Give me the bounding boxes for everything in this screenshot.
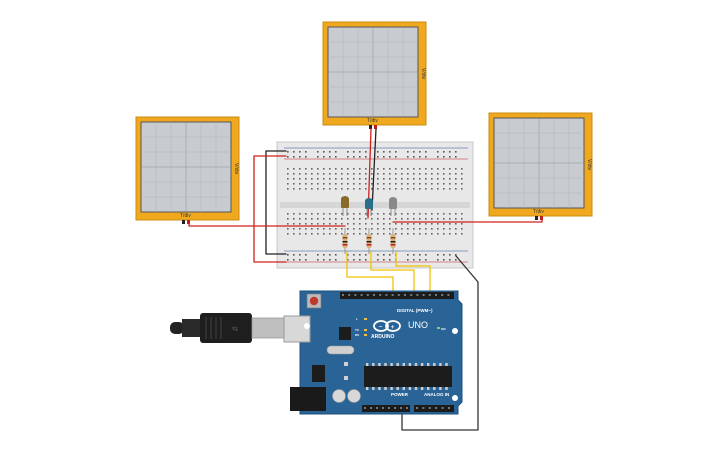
usb-icon: ⇆ bbox=[232, 325, 238, 333]
scope-terminal-neg[interactable] bbox=[182, 220, 185, 224]
mounting-hole bbox=[452, 328, 458, 334]
scope-grid bbox=[328, 27, 418, 117]
led-dome bbox=[341, 196, 349, 202]
tx-led bbox=[364, 329, 367, 331]
breadboard-holes bbox=[287, 151, 463, 261]
analog-header bbox=[414, 405, 454, 412]
scope-tdiv-label: T/div bbox=[533, 209, 544, 215]
resistor-2[interactable] bbox=[366, 228, 372, 254]
atmega-chip bbox=[364, 366, 452, 387]
mounting-hole bbox=[452, 395, 458, 401]
usb-cable[interactable]: ⇆ bbox=[170, 313, 285, 343]
power-jack bbox=[290, 387, 326, 411]
resistor-3[interactable] bbox=[390, 228, 396, 254]
smd-component bbox=[344, 362, 348, 366]
scope-terminal-pos[interactable] bbox=[187, 220, 190, 224]
mounting-hole bbox=[304, 323, 310, 329]
wire-red-scope-right[interactable] bbox=[392, 219, 543, 223]
wire-yellow-2[interactable] bbox=[370, 251, 415, 296]
crystal bbox=[326, 345, 355, 355]
led-blue[interactable] bbox=[365, 198, 373, 216]
wire-yellow-3[interactable] bbox=[395, 251, 431, 296]
usb-plug-metal bbox=[251, 317, 285, 339]
oscilloscope-left[interactable]: V/div T/div bbox=[135, 116, 240, 224]
scope-vdiv-label: V/div bbox=[420, 68, 426, 80]
digital-header bbox=[340, 292, 454, 299]
analog-label: ANALOG IN bbox=[424, 392, 449, 397]
usb-strain-relief bbox=[182, 319, 202, 337]
reset-button-cap[interactable] bbox=[309, 296, 319, 306]
bottom-pins bbox=[364, 407, 450, 409]
oscilloscope-right[interactable]: V/div T/div bbox=[488, 112, 593, 220]
led-gray[interactable] bbox=[389, 197, 397, 216]
breadboard-channel bbox=[280, 202, 470, 208]
scope-terminal-neg[interactable] bbox=[535, 216, 538, 220]
digital-label: DIGITAL (PWM~) bbox=[397, 308, 433, 313]
usb-cable-end bbox=[170, 322, 184, 334]
wire-yellow-1[interactable] bbox=[346, 251, 394, 296]
usb-plug-grip bbox=[205, 317, 222, 339]
wire-red-5v[interactable] bbox=[253, 155, 287, 263]
wire-black-scope-top[interactable] bbox=[371, 128, 377, 211]
led-dome bbox=[389, 197, 397, 203]
l-label: L bbox=[356, 317, 358, 321]
power-header bbox=[362, 405, 410, 412]
capacitor bbox=[332, 389, 346, 403]
usb-plug-body bbox=[200, 313, 252, 343]
scope-terminal-neg[interactable] bbox=[369, 125, 372, 129]
capacitor bbox=[347, 389, 361, 403]
wire-red-scope-left[interactable] bbox=[188, 223, 346, 227]
on-led bbox=[437, 327, 440, 329]
on-label: ON bbox=[441, 327, 446, 331]
led-orange[interactable] bbox=[341, 196, 349, 216]
oscilloscope-top[interactable]: V/div T/div bbox=[322, 21, 427, 129]
wires bbox=[188, 128, 543, 431]
usb-chip bbox=[339, 327, 351, 340]
arduino-logo: − + bbox=[373, 320, 401, 332]
rx-led bbox=[364, 334, 367, 336]
smd-component bbox=[344, 376, 348, 380]
led-dome bbox=[365, 198, 373, 204]
scope-grid bbox=[494, 118, 584, 208]
l-led bbox=[364, 318, 367, 320]
resistor-1[interactable] bbox=[342, 228, 348, 254]
scope-tdiv-label: T/div bbox=[180, 213, 191, 219]
svg-text:−: − bbox=[379, 324, 383, 330]
digital-pins bbox=[342, 294, 450, 296]
rx-label: RX bbox=[355, 333, 359, 337]
voltage-regulator bbox=[312, 365, 325, 382]
tx-label: TX bbox=[355, 328, 359, 332]
wire-black-gnd-arduino[interactable] bbox=[401, 255, 479, 431]
usb-b-socket bbox=[283, 315, 311, 343]
arduino-brand: ARDUINO bbox=[371, 334, 394, 340]
svg-text:+: + bbox=[391, 325, 395, 331]
scope-vdiv-label: V/div bbox=[233, 163, 239, 175]
wire-black-ground[interactable] bbox=[265, 150, 287, 255]
scope-vdiv-label: V/div bbox=[586, 159, 592, 171]
breadboard[interactable] bbox=[276, 141, 474, 269]
arduino-uno[interactable]: DIGITAL (PWM~) − + ARDUINO UNO L TX RX O… bbox=[283, 290, 463, 415]
power-label: POWER bbox=[391, 392, 409, 397]
atmega-pins bbox=[366, 363, 448, 390]
scope-terminal-pos[interactable] bbox=[540, 216, 543, 220]
arduino-model: UNO bbox=[408, 320, 428, 330]
scope-terminal-pos[interactable] bbox=[374, 125, 377, 129]
scope-tdiv-label: T/div bbox=[367, 118, 378, 124]
scope-grid bbox=[141, 122, 231, 212]
